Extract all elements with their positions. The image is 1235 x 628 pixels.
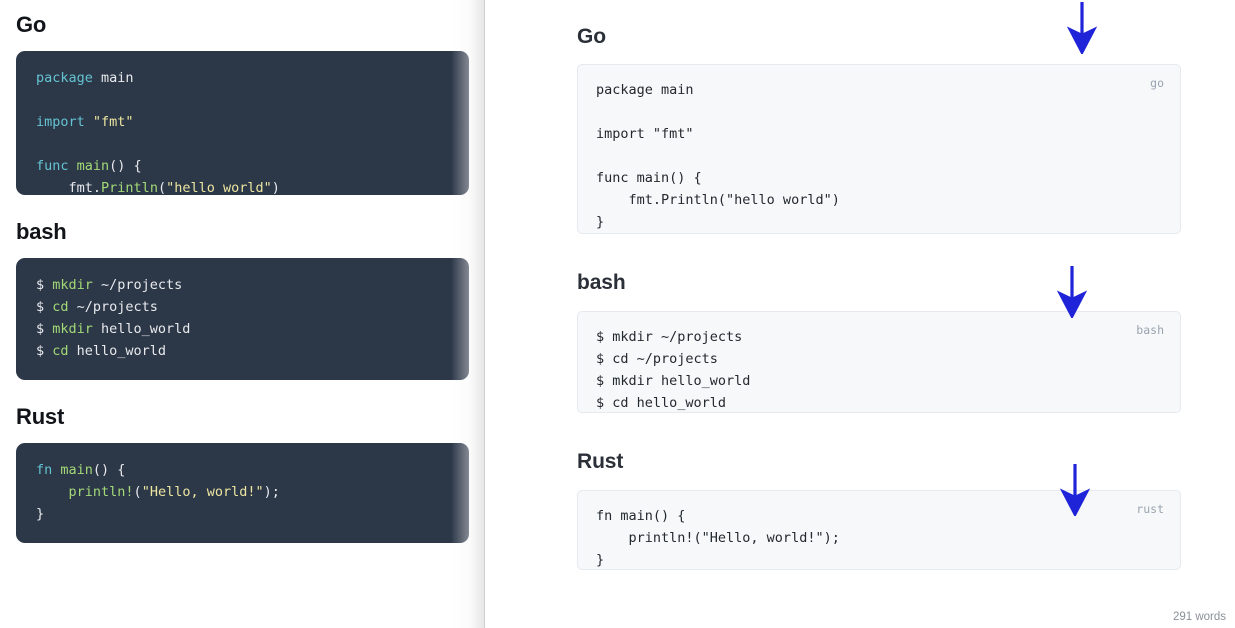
right-code-text-go: package main import "fmt" func main() { …	[596, 82, 840, 230]
bash-prompt-4: $	[36, 343, 53, 359]
right-code-block-go[interactable]: package main import "fmt" func main() { …	[577, 64, 1181, 234]
go-call-println: Println	[101, 180, 158, 195]
go-import-string: "fmt"	[92, 114, 134, 130]
bash-args-4: hello_world	[68, 343, 167, 359]
rust-hello-string: "Hello, world!"	[141, 484, 264, 500]
right-code-block-rust[interactable]: fn main() { println!("Hello, world!"); }…	[577, 490, 1181, 570]
right-code-text-bash: $ mkdir ~/projects $ cd ~/projects $ mkd…	[596, 329, 751, 411]
bash-args-1: ~/projects	[92, 277, 183, 293]
bash-args-3: hello_world	[92, 321, 191, 337]
go-space-1	[85, 114, 93, 130]
rust-macro-println: println!	[68, 484, 134, 500]
source-pane[interactable]: Go package main import "fmt" func main()…	[0, 0, 485, 628]
go-dot: .	[92, 180, 102, 195]
rust-keyword-fn: fn	[36, 462, 53, 478]
bash-prompt-1: $	[36, 277, 53, 293]
go-indent-1	[36, 180, 69, 195]
bash-prompt-2: $	[36, 299, 53, 315]
right-code-text-rust: fn main() { println!("Hello, world!"); }	[596, 508, 840, 568]
go-func-signature-rest: () {	[109, 158, 142, 174]
go-keyword-package: package	[36, 70, 93, 86]
go-hello-string: "hello world"	[166, 180, 272, 195]
right-heading-go: Go	[577, 25, 606, 48]
go-package-name: main	[92, 70, 134, 86]
rust-indent-1	[36, 484, 69, 500]
go-keyword-import: import	[36, 114, 85, 130]
rust-paren-close: );	[263, 484, 280, 500]
preview-pane[interactable]: Go package main import "fmt" func main()…	[485, 0, 1235, 628]
bash-args-2: ~/projects	[68, 299, 158, 315]
go-func-name-main: main	[76, 158, 110, 174]
bash-command-4: cd	[52, 343, 69, 359]
right-heading-bash: bash	[577, 271, 626, 294]
go-keyword-func: func	[36, 158, 69, 174]
language-tag-rust: rust	[1136, 502, 1164, 516]
rust-brace-close: }	[36, 506, 45, 522]
rust-func-name-main: main	[60, 462, 93, 478]
go-paren-close: )	[271, 180, 280, 195]
bash-command-2: cd	[52, 299, 69, 315]
go-package-ref-fmt: fmt	[68, 180, 93, 195]
language-tag-bash: bash	[1136, 323, 1164, 337]
right-heading-rust: Rust	[577, 450, 624, 473]
pane-divider	[484, 0, 485, 628]
go-paren-open: (	[157, 180, 167, 195]
bash-command-1: mkdir	[52, 277, 93, 293]
right-code-block-bash[interactable]: $ mkdir ~/projects $ cd ~/projects $ mkd…	[577, 311, 1181, 413]
left-code-block-go[interactable]: package main import "fmt" func main() { …	[16, 51, 469, 195]
left-code-block-rust[interactable]: fn main() { println!("Hello, world!"); }	[16, 443, 469, 543]
word-count-status: 291 words	[1172, 610, 1226, 623]
go-space-2	[69, 158, 77, 174]
language-tag-go: go	[1150, 76, 1164, 90]
bash-command-3: mkdir	[52, 321, 93, 337]
left-code-block-bash[interactable]: $ mkdir ~/projects $ cd ~/projects $ mkd…	[16, 258, 469, 380]
bash-prompt-3: $	[36, 321, 53, 337]
rust-signature-rest: () {	[92, 462, 126, 478]
left-heading-bash: bash	[16, 219, 67, 244]
left-heading-rust: Rust	[16, 404, 65, 429]
left-heading-go: Go	[16, 12, 47, 37]
rust-paren-open: (	[133, 484, 142, 500]
